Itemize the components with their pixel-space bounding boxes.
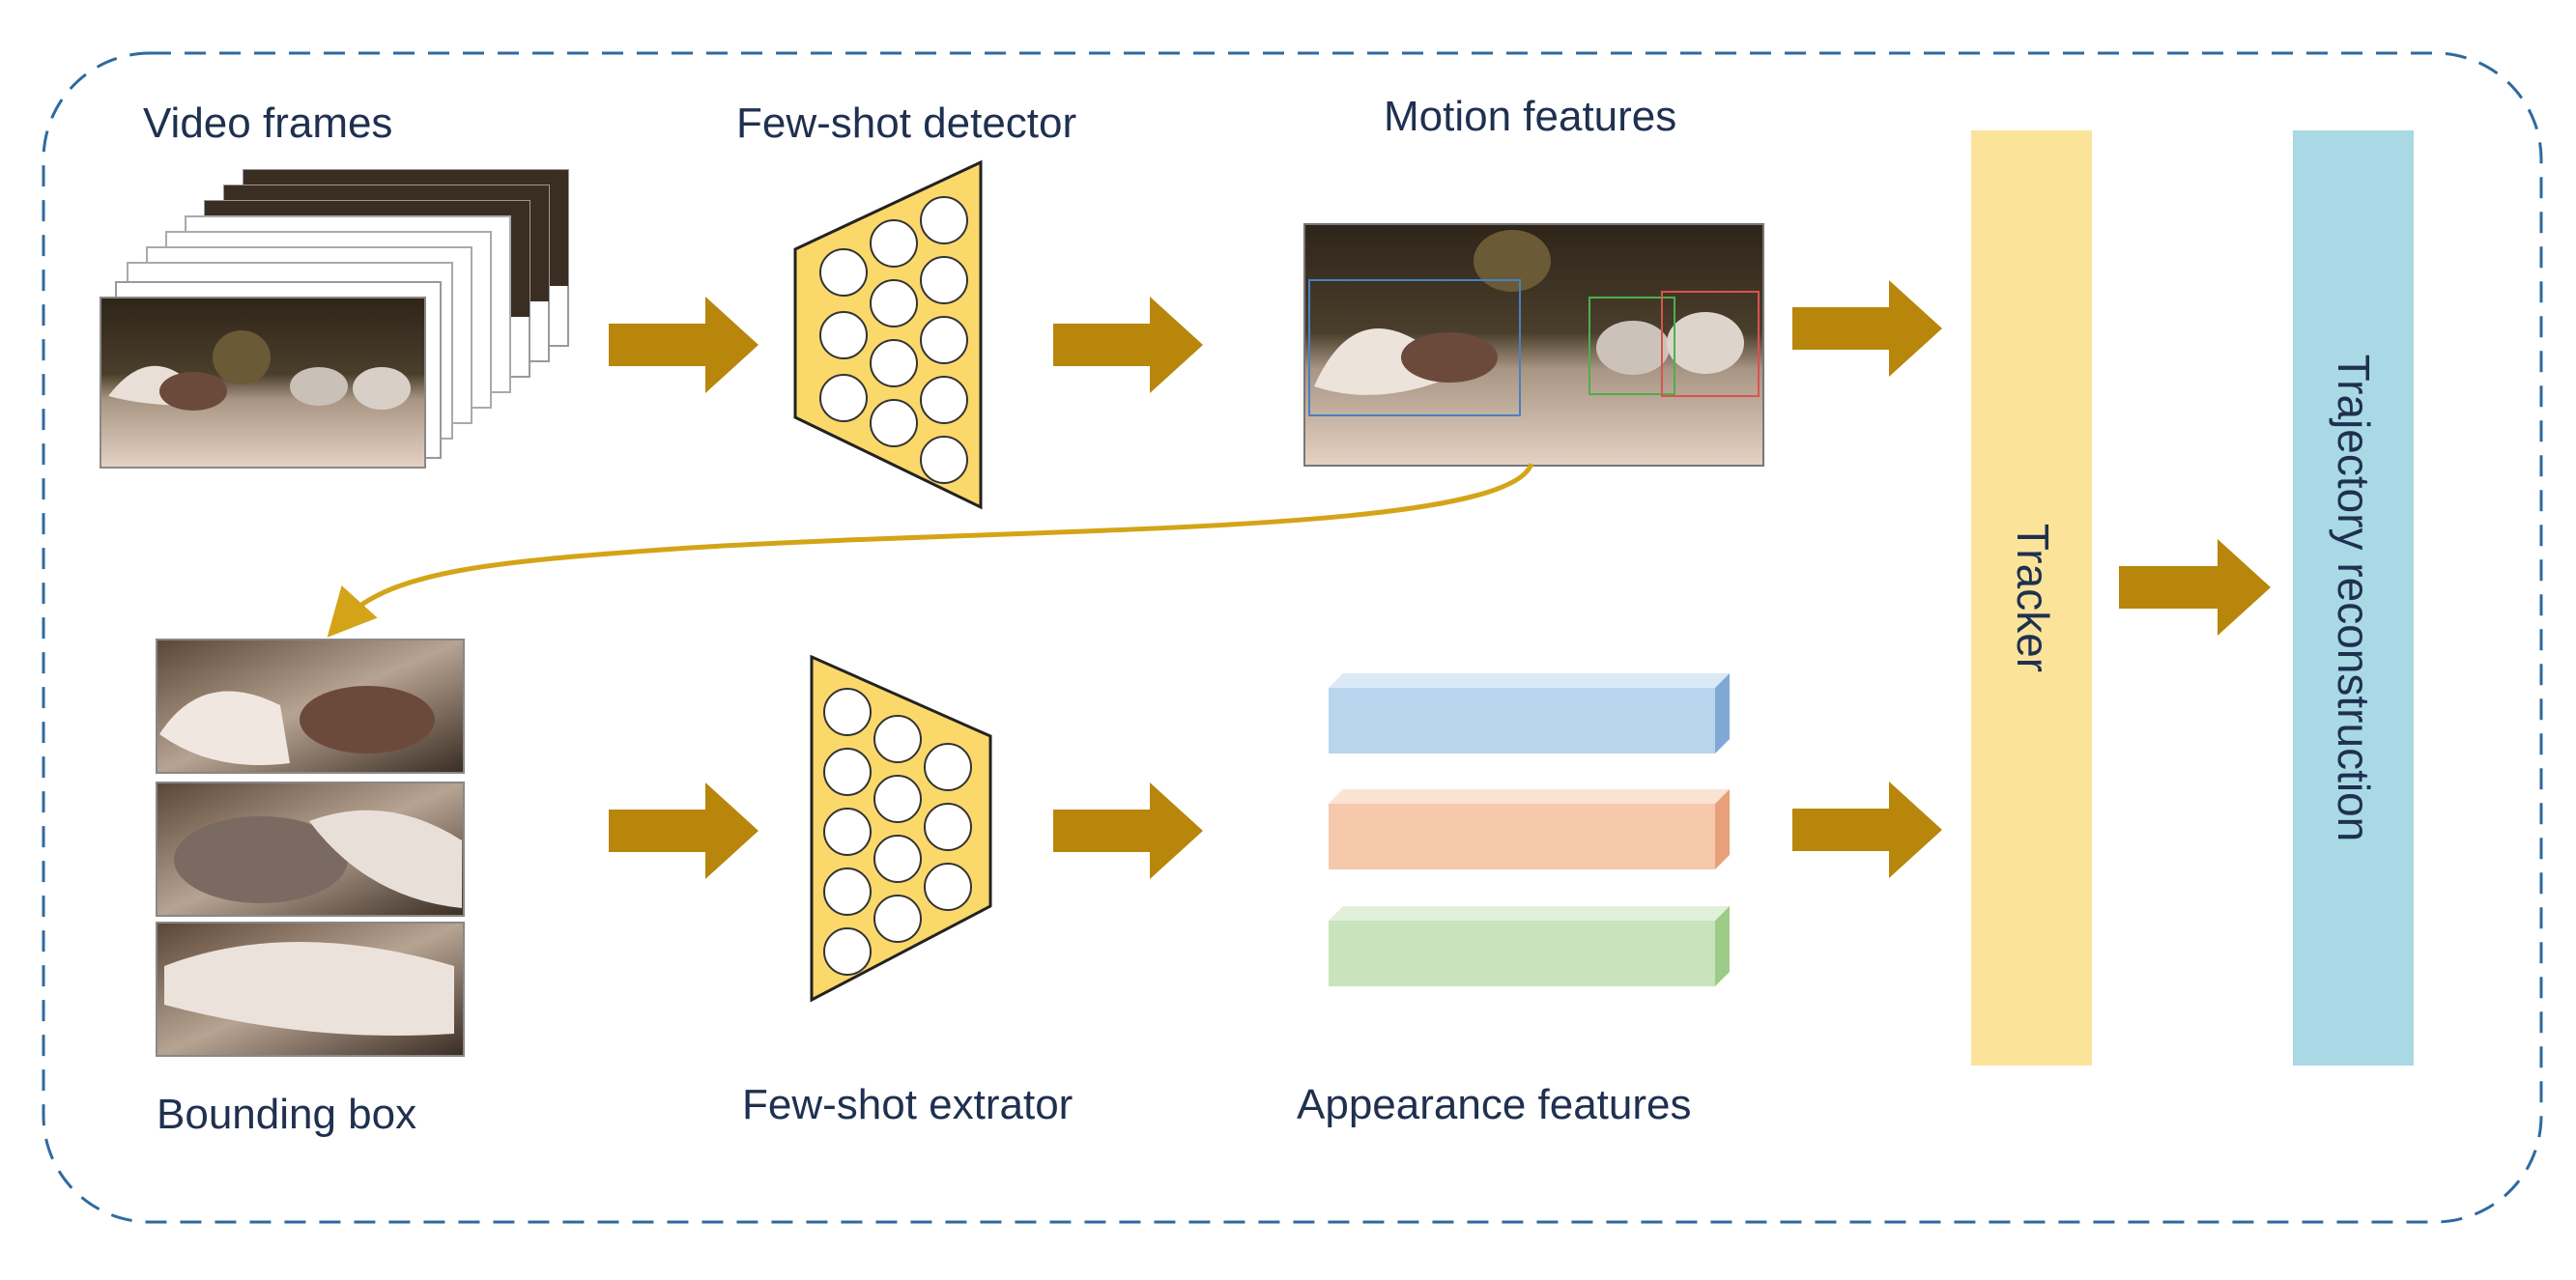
- tracker-column: [1971, 130, 2092, 1066]
- arrow-bbox-to-extractor: [609, 782, 758, 879]
- motion-features-image: [1303, 223, 1764, 467]
- label-tracker: Tracker: [2008, 524, 2058, 672]
- trajectory-reconstruction-column: [2293, 130, 2414, 1066]
- label-motion-features: Motion features: [1384, 93, 1676, 140]
- label-video-frames: Video frames: [143, 100, 392, 147]
- few-shot-extractor-network: [810, 654, 992, 1003]
- label-few-shot-extractor: Few-shot extrator: [742, 1081, 1073, 1128]
- appearance-feature-bar-green: [1329, 906, 1730, 986]
- motion-bbox-red: [1661, 291, 1760, 397]
- arrow-motion-to-tracker: [1792, 280, 1942, 377]
- label-bounding-box: Bounding box: [157, 1091, 416, 1138]
- arrow-frames-to-detector: [609, 297, 758, 393]
- arrow-extractor-to-appearance: [1053, 782, 1203, 879]
- motion-bbox-green: [1589, 297, 1675, 395]
- appearance-feature-bar-blue: [1329, 673, 1730, 754]
- arrow-appearance-to-tracker: [1792, 782, 1942, 878]
- video-frames-stack: [100, 169, 569, 469]
- motion-bbox-blue: [1308, 279, 1521, 416]
- label-few-shot-detector: Few-shot detector: [736, 100, 1076, 147]
- bounding-box-crops: [156, 639, 465, 1057]
- curved-arrow-motion-to-bbox: [327, 462, 1534, 638]
- arrow-tracker-to-trajectory: [2119, 539, 2271, 636]
- appearance-feature-bar-orange: [1329, 789, 1730, 869]
- few-shot-detector-network: [793, 159, 983, 510]
- outer-border: [42, 51, 2543, 1224]
- label-trajectory-reconstruction: Trajectory reconstruction: [2329, 355, 2379, 841]
- arrow-detector-to-motion: [1053, 297, 1203, 393]
- label-appearance-features: Appearance features: [1297, 1081, 1692, 1128]
